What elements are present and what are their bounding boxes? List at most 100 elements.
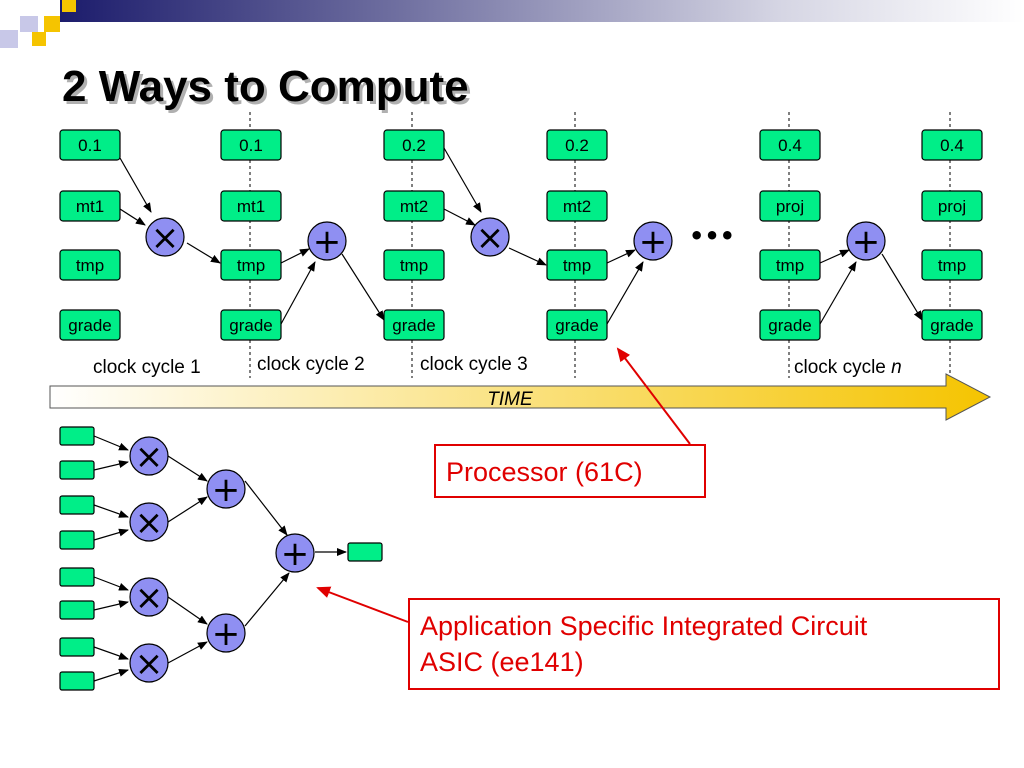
svg-text:tmp: tmp [76,256,104,275]
header-gradient-bar [60,0,1024,22]
svg-text:grade: grade [555,316,598,335]
svg-text:+: + [212,614,241,654]
register-column-3: 0.2 mt2 tmp grade [383,129,445,341]
svg-text:mt2: mt2 [400,197,428,216]
svg-text:0.4: 0.4 [778,136,802,155]
edge [167,496,208,523]
edge [606,261,644,325]
register: grade [383,309,445,341]
edge [93,576,129,591]
asic-input [59,460,95,480]
register: tmp [759,249,821,281]
multiply-operator: × [129,436,169,477]
processor-callout-arrow [616,347,691,445]
register: tmp [59,249,121,281]
register-column-5: 0.4 proj tmp grade [759,129,821,341]
asic-input [59,495,95,515]
deco-square-yellow [32,32,46,46]
register: 0.4 [759,129,821,161]
register-column-2: 0.1 mt1 tmp grade [220,129,282,341]
edge [606,249,636,264]
edge [280,248,310,264]
svg-text:+: + [212,470,241,510]
edge [508,247,547,266]
multiply-operator: × [145,217,185,258]
clock-cycle-label: clock cycle 3 [420,354,528,375]
edge [881,253,923,321]
clock-cycle-n-var: n [891,357,902,378]
register: grade [921,309,983,341]
clock-cycle-label: clock cycle 1 [93,357,201,378]
asic-input [59,671,95,691]
register: 0.1 [220,129,282,161]
deco-square-yellow [62,0,76,12]
edge [443,147,482,213]
edge [167,455,208,482]
edge [119,208,146,226]
register: tmp [546,249,608,281]
svg-text:×: × [151,218,180,258]
add-operator: + [633,221,673,262]
register: mt2 [383,190,445,222]
svg-text:tmp: tmp [776,256,804,275]
asic-input [59,637,95,657]
edge [244,572,290,627]
processor-edges [119,147,923,325]
edge [244,480,288,536]
edge [186,242,221,264]
deco-square-lavender [0,30,18,48]
asic-edges [93,435,347,682]
register: grade [220,309,282,341]
edge [819,249,850,264]
register: 0.1 [59,129,121,161]
register: grade [59,309,121,341]
deco-square-lavender [20,16,38,32]
svg-text:×: × [135,578,164,618]
svg-text:tmp: tmp [938,256,966,275]
multiply-operator: × [129,577,169,618]
edge [443,208,476,226]
processor-callout: Processor (61C) [434,444,706,498]
svg-text:+: + [313,222,342,262]
asic-input [59,426,95,446]
svg-text:tmp: tmp [237,256,265,275]
asic-callout: Application Specific Integrated Circuit … [408,598,1000,690]
svg-text:grade: grade [392,316,435,335]
clock-cycle-label: clock cycle 2 [257,354,365,375]
register: 0.2 [383,129,445,161]
svg-text:0.1: 0.1 [239,136,263,155]
register: proj [921,190,983,222]
multiply-operator: × [129,643,169,684]
svg-text:tmp: tmp [400,256,428,275]
slide-title: 2 Ways to Compute [62,62,469,111]
register-column-1: 0.1 mt1 tmp grade [59,129,121,341]
clock-cycle-n-prefix: clock cycle [794,357,891,378]
edge [93,600,129,611]
svg-text:mt2: mt2 [563,197,591,216]
multiply-operator: × [470,217,510,258]
multiply-operator: × [129,502,169,543]
asic-callout-line2: ASIC (ee141) [420,647,584,677]
svg-text:×: × [135,644,164,684]
edge [341,253,385,321]
register: mt2 [546,190,608,222]
svg-text:×: × [135,503,164,543]
time-arrow [49,373,992,421]
edge [119,157,152,213]
add-operator: + [307,221,347,262]
svg-text:×: × [476,218,505,258]
register: 0.2 [546,129,608,161]
register: grade [759,309,821,341]
add-operator: + [846,221,886,262]
edge [93,528,129,541]
svg-text:grade: grade [768,316,811,335]
edge [167,596,208,625]
svg-text:×: × [135,437,164,477]
register: tmp [383,249,445,281]
svg-text:grade: grade [930,316,973,335]
register: proj [759,190,821,222]
register: 0.4 [921,129,983,161]
asic-callout-arrow [316,586,409,623]
register: mt1 [220,190,282,222]
